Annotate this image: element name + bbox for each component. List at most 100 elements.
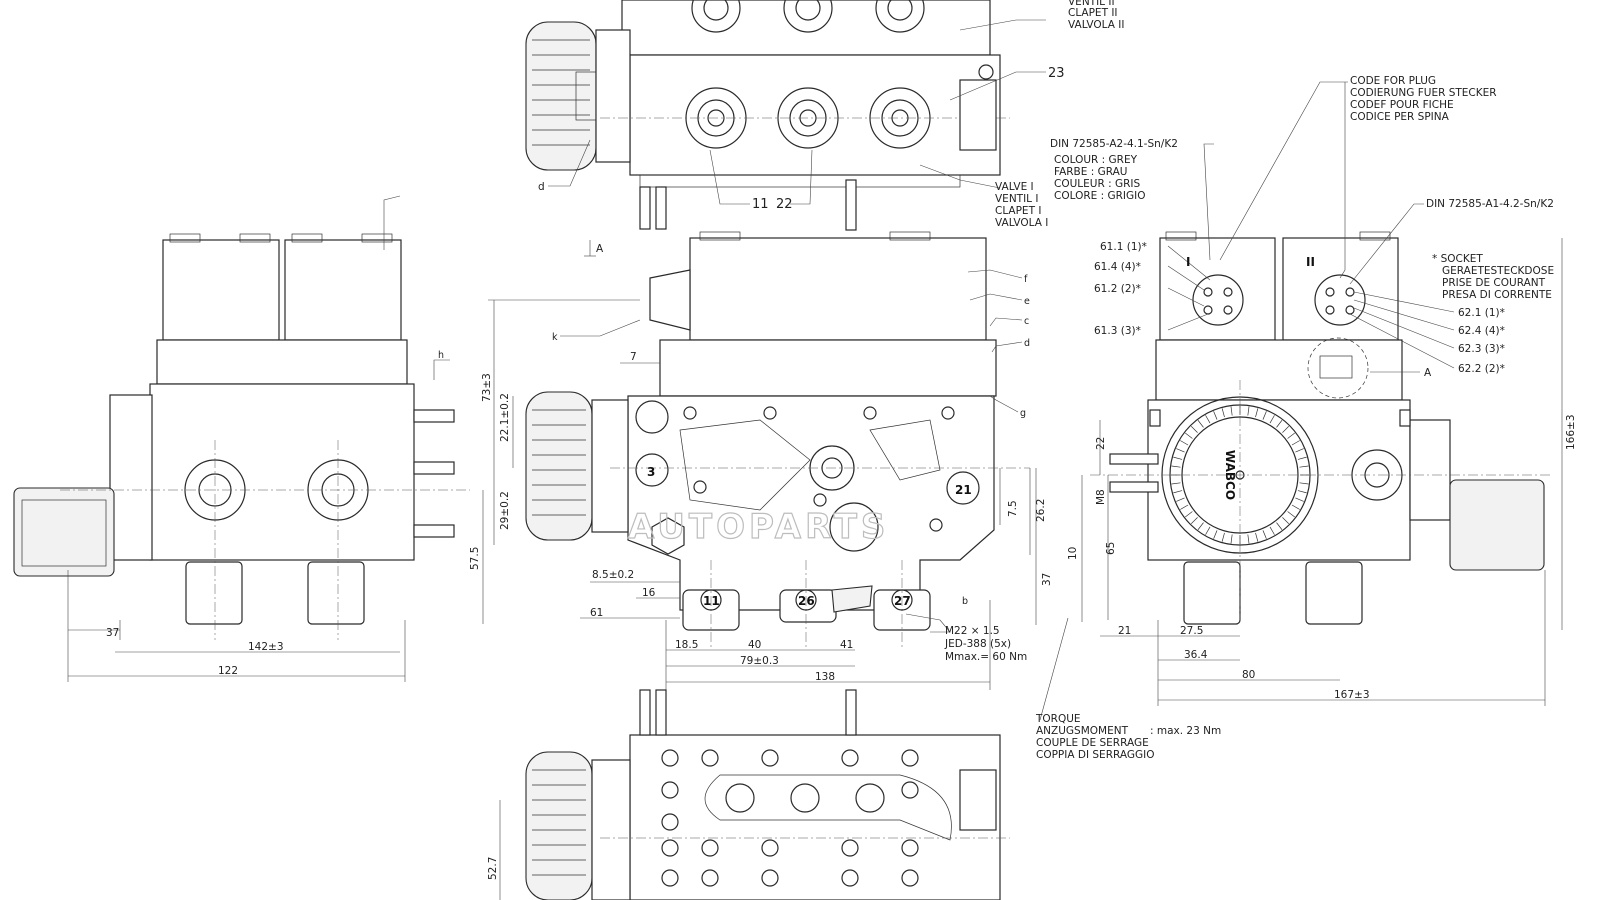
letter-f: f (1024, 274, 1028, 285)
pin-61-3: 61.3 (3)* (1094, 325, 1141, 337)
socket-label: * SOCKET (1432, 253, 1483, 265)
callout-23: 23 (1048, 66, 1065, 81)
knob-tick (1295, 497, 1304, 502)
torque-label: COUPLE DE SERRAGE (1036, 737, 1149, 749)
knob-tick (1287, 511, 1295, 518)
knob-tick (1287, 432, 1295, 439)
thread-note: M22 × 1.5 (945, 625, 1000, 637)
pin-62-3: 62.3 (3)* (1458, 343, 1505, 355)
knob-tick (1299, 482, 1309, 485)
valve-1-label: CLAPET I (995, 205, 1041, 217)
knob-tick (1276, 420, 1283, 428)
knob-tick (1255, 408, 1259, 418)
dim-57-5: 57.5 (469, 547, 481, 570)
dim-142: 122 (218, 665, 238, 677)
dim-167: 167±3 (1334, 689, 1370, 701)
valve-2-label: CLAPET II (1068, 7, 1118, 19)
pin-61-4: 61.4 (4)* (1094, 261, 1141, 273)
dim-16: 16 (642, 587, 656, 599)
letter-h: h (438, 350, 444, 361)
dim-22: 22 (1095, 437, 1107, 450)
knob-tick (1176, 497, 1185, 502)
knob-tick (1197, 522, 1204, 530)
pin-62-4: 62.4 (4)* (1458, 325, 1505, 337)
knob-tick (1171, 482, 1181, 485)
knob-tick (1230, 534, 1233, 544)
knob-tick (1205, 415, 1211, 424)
dim-79: 79±0.3 (740, 655, 779, 667)
dim-29: 29±0.2 (499, 491, 511, 530)
knob-tick (1247, 406, 1250, 416)
dim-65: 65 (1105, 542, 1117, 555)
callout-22: 22 (776, 197, 793, 212)
dim-61: 61 (590, 607, 603, 619)
dim-73: 73±3 (481, 373, 493, 402)
colour-legend: FARBE : GRAU (1054, 166, 1127, 178)
knob-tick (1213, 411, 1218, 420)
dim-122: 142±3 (248, 641, 284, 653)
colour-legend: COLOUR : GREY (1054, 154, 1138, 166)
port-3: 3 (647, 465, 655, 479)
valve-1-label: VALVOLA I (995, 217, 1048, 229)
knob-tick (1262, 411, 1267, 420)
dim-37-front: 37 (1041, 573, 1053, 586)
plug-code-label: CODEF POUR FICHE (1350, 99, 1454, 111)
dim-36-4: 36.4 (1184, 649, 1208, 661)
knob-tick (1297, 490, 1307, 494)
socket-label: PRESA DI CORRENTE (1442, 289, 1552, 301)
dim-21: 21 (1118, 625, 1131, 637)
knob-tick (1197, 420, 1204, 428)
knob-tick (1262, 530, 1267, 539)
knob-tick (1213, 530, 1218, 539)
dim-8-5: 8.5±0.2 (592, 569, 634, 581)
plug-code-label: CODE FOR PLUG (1350, 75, 1436, 87)
colour-legend: COLORE : GRIGIO (1054, 190, 1146, 202)
dim-7-5: 7.5 (1007, 500, 1019, 517)
knob-tick (1282, 425, 1290, 433)
port-27: 27 (894, 594, 911, 608)
knob-tick (1221, 532, 1225, 542)
watermark: AUTOPARTS (628, 507, 889, 547)
front-view: 3 21 11 26 27 f e c d g k b h 73±3 22.1±… (438, 231, 1053, 690)
knob-tick (1295, 448, 1304, 453)
socket-label: GERAETESTECKDOSE (1442, 265, 1554, 277)
dim-138: 138 (815, 671, 835, 683)
section-a-marker: A (596, 243, 604, 255)
din-2-label: DIN 72585-A1-4.2-Sn/K2 (1426, 198, 1554, 210)
knob-tick (1291, 504, 1300, 510)
knob-tick (1221, 408, 1225, 418)
left-view: 37 142±3 122 57.5 (13, 195, 484, 682)
dim-22-1: 22.1±0.2 (499, 393, 511, 442)
knob-tick (1185, 511, 1193, 518)
right-view: WABCO CODE FOR PLUG (1035, 75, 1577, 761)
dim-18-5: 18.5 (675, 639, 698, 651)
dim-166: 166±3 (1565, 414, 1577, 450)
letter-g: g (1020, 408, 1026, 419)
torque-label: TORQUE (1035, 713, 1081, 725)
bottom-view: 52.7 (487, 689, 1010, 900)
valve-1-label: VALVE I (995, 181, 1034, 193)
valve-2-label: VENTIL II (1068, 0, 1115, 8)
knob-tick (1173, 456, 1183, 460)
pin-61-1: 61.1 (1)* (1100, 241, 1147, 253)
knob-tick (1276, 522, 1283, 530)
thread-note: Mmax.= 60 Nm (945, 651, 1027, 663)
knob-tick (1176, 448, 1185, 453)
valve-2-label: VALVOLA II (1068, 19, 1124, 31)
dim-40: 40 (748, 639, 761, 651)
knob-tick (1291, 440, 1300, 446)
torque-value: : max. 23 Nm (1150, 725, 1221, 737)
knob-tick (1269, 415, 1275, 424)
dim-27-5: 27.5 (1180, 625, 1203, 637)
socket-label: PRISE DE COURANT (1442, 277, 1546, 289)
valve-1-label: VENTIL I (995, 193, 1038, 205)
knob-tick (1190, 517, 1198, 525)
letter-d: d (538, 181, 545, 193)
plug-code-label: CODIERUNG FUER STECKER (1350, 87, 1497, 99)
dim-7: 7 (630, 351, 637, 363)
dim-52-7: 52.7 (487, 857, 499, 880)
knob-tick (1299, 465, 1309, 468)
plug-code-label: CODICE PER SPINA (1350, 111, 1450, 123)
pin-62-2: 62.2 (2)* (1458, 363, 1505, 375)
